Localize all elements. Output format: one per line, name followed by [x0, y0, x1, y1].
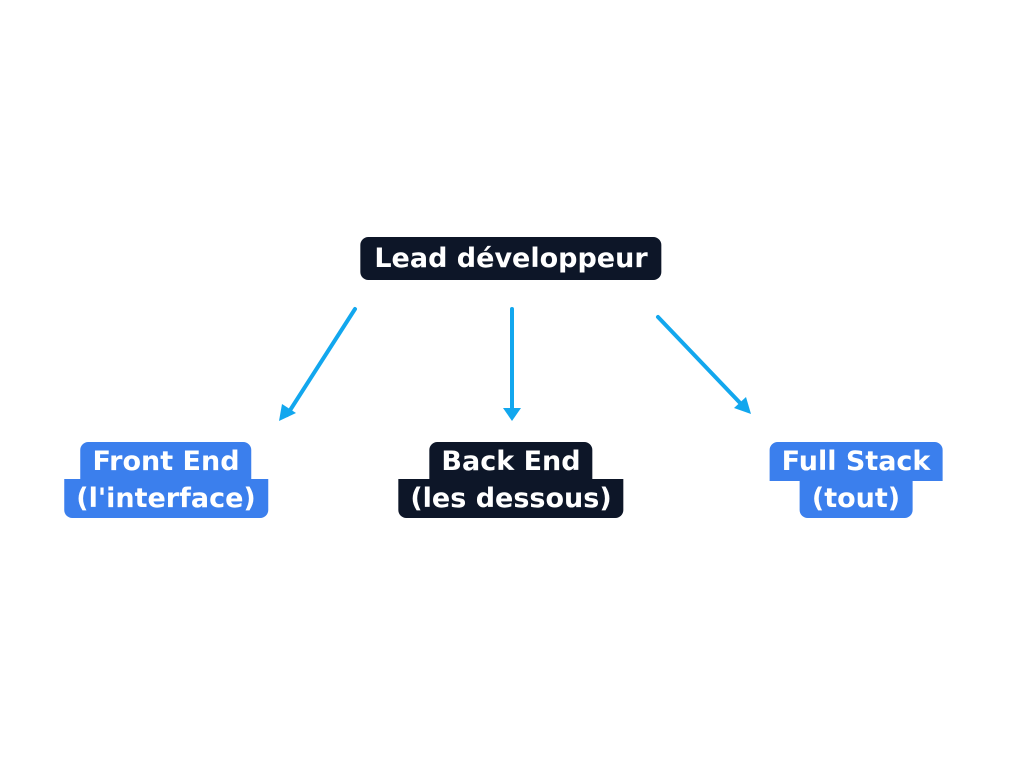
- lead-developer-node: Lead développeur: [360, 237, 662, 280]
- arrow-to-full-stack: [656, 315, 751, 414]
- back-end-node: Back End (les dessous): [398, 442, 624, 518]
- back-end-title: Back End: [429, 442, 593, 481]
- arrow-to-back-end: [503, 307, 521, 421]
- front-end-node: Front End (l'interface): [64, 442, 268, 518]
- full-stack-subtitle: (tout): [799, 479, 913, 518]
- back-end-subtitle: (les dessous): [398, 479, 624, 518]
- full-stack-node: Full Stack (tout): [769, 442, 943, 518]
- front-end-subtitle: (l'interface): [64, 479, 268, 518]
- front-end-title: Front End: [80, 442, 252, 481]
- arrow-to-front-end: [279, 307, 357, 421]
- lead-developer-label: Lead développeur: [360, 237, 662, 280]
- full-stack-title: Full Stack: [769, 442, 943, 481]
